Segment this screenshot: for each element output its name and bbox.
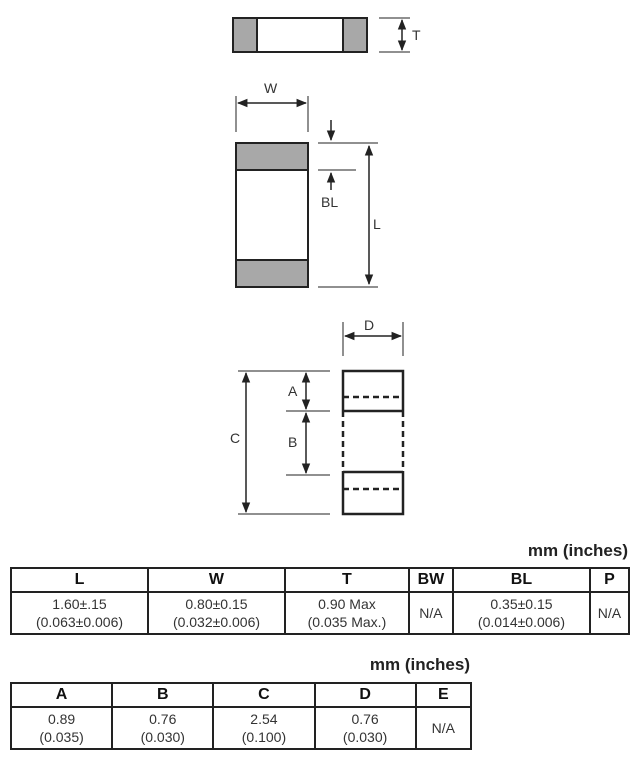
header-e: E	[414, 682, 473, 708]
bl-label: BL	[321, 194, 338, 210]
cell-d: 0.76 (0.030)	[313, 706, 417, 750]
l-label: L	[373, 216, 381, 232]
cell-c-mm: 2.54	[250, 711, 278, 727]
b-label: B	[288, 434, 297, 450]
cell-bl-mm: 0.35±0.15	[490, 596, 553, 612]
cell-c: 2.54 (0.100)	[212, 706, 316, 750]
header-bw: BW	[407, 567, 454, 593]
cell-bw-value: N/A	[419, 605, 443, 621]
header-w: W	[146, 567, 286, 593]
top-termination-upper	[235, 142, 309, 171]
cell-b-in: (0.030)	[140, 729, 185, 745]
cell-l-mm: 1.60±.15	[52, 596, 107, 612]
side-termination-right	[342, 17, 368, 53]
land-pad-bottom-solid	[341, 489, 405, 516]
cell-b-mm: 0.76	[149, 711, 177, 727]
side-view: T	[232, 17, 421, 53]
header-l: L	[10, 567, 149, 593]
side-termination-left	[232, 17, 258, 53]
cell-c-in: (0.100)	[241, 729, 287, 745]
cell-a: 0.89 (0.035)	[9, 706, 114, 750]
a-label: A	[288, 383, 298, 399]
cell-a-in: (0.035)	[39, 729, 84, 745]
dimension-table-chip: L W T BW BL P 1.60±.15 (0.063±0.006) 0.8…	[10, 567, 631, 635]
cell-l-in: (0.063±0.006)	[35, 614, 124, 630]
header-c: C	[212, 682, 316, 708]
header-bl: BL	[451, 567, 591, 593]
table-header-row: A B C D E	[9, 682, 473, 708]
chip-dimension-drawing: T W BL L D	[230, 17, 421, 516]
cell-d-in: (0.030)	[342, 729, 388, 745]
top-view: W BL L	[235, 80, 381, 288]
c-label: C	[230, 430, 240, 446]
header-b: B	[111, 682, 215, 708]
cell-bl-in: (0.014±0.006)	[477, 614, 565, 630]
cell-bw: N/A	[407, 591, 454, 635]
header-p: P	[588, 567, 631, 593]
cell-l: 1.60±.15 (0.063±0.006)	[10, 591, 149, 635]
land-pattern-view: D A B C	[230, 317, 405, 516]
cell-e-value: N/A	[431, 720, 456, 736]
cell-p-value: N/A	[597, 605, 622, 621]
cell-p: N/A	[588, 591, 631, 635]
cell-a-mm: 0.89	[47, 711, 76, 727]
cell-d-mm: 0.76	[351, 711, 379, 727]
table1-units: mm (inches)	[527, 541, 628, 560]
land-pad-top-solid	[341, 369, 405, 397]
cell-b: 0.76 (0.030)	[111, 706, 215, 750]
cell-t-mm: 0.90 Max	[318, 596, 376, 612]
d-label: D	[364, 317, 374, 333]
header-t: T	[283, 567, 410, 593]
cell-w-in: (0.032±0.006)	[172, 614, 261, 630]
cell-bl: 0.35±0.15 (0.014±0.006)	[451, 591, 591, 635]
cell-t-in: (0.035 Max.)	[307, 614, 387, 630]
dimension-table-land-pattern: A B C D E 0.89 (0.035) 0.76 (0.030) 2.54…	[9, 682, 473, 750]
table2-units: mm (inches)	[369, 655, 470, 674]
header-d: D	[313, 682, 417, 708]
table-header-row: L W T BW BL P	[10, 567, 631, 593]
top-termination-lower	[235, 259, 309, 288]
header-a: A	[9, 682, 114, 708]
table-row: 1.60±.15 (0.063±0.006) 0.80±0.15 (0.032±…	[10, 591, 631, 635]
table-row: 0.89 (0.035) 0.76 (0.030) 2.54 (0.100) 0…	[9, 706, 473, 750]
t-label: T	[412, 27, 421, 43]
cell-t: 0.90 Max (0.035 Max.)	[283, 591, 410, 635]
cell-e: N/A	[414, 706, 473, 750]
cell-w-mm: 0.80±0.15	[185, 596, 248, 612]
cell-w: 0.80±0.15 (0.032±0.006)	[146, 591, 286, 635]
w-label: W	[264, 80, 278, 96]
